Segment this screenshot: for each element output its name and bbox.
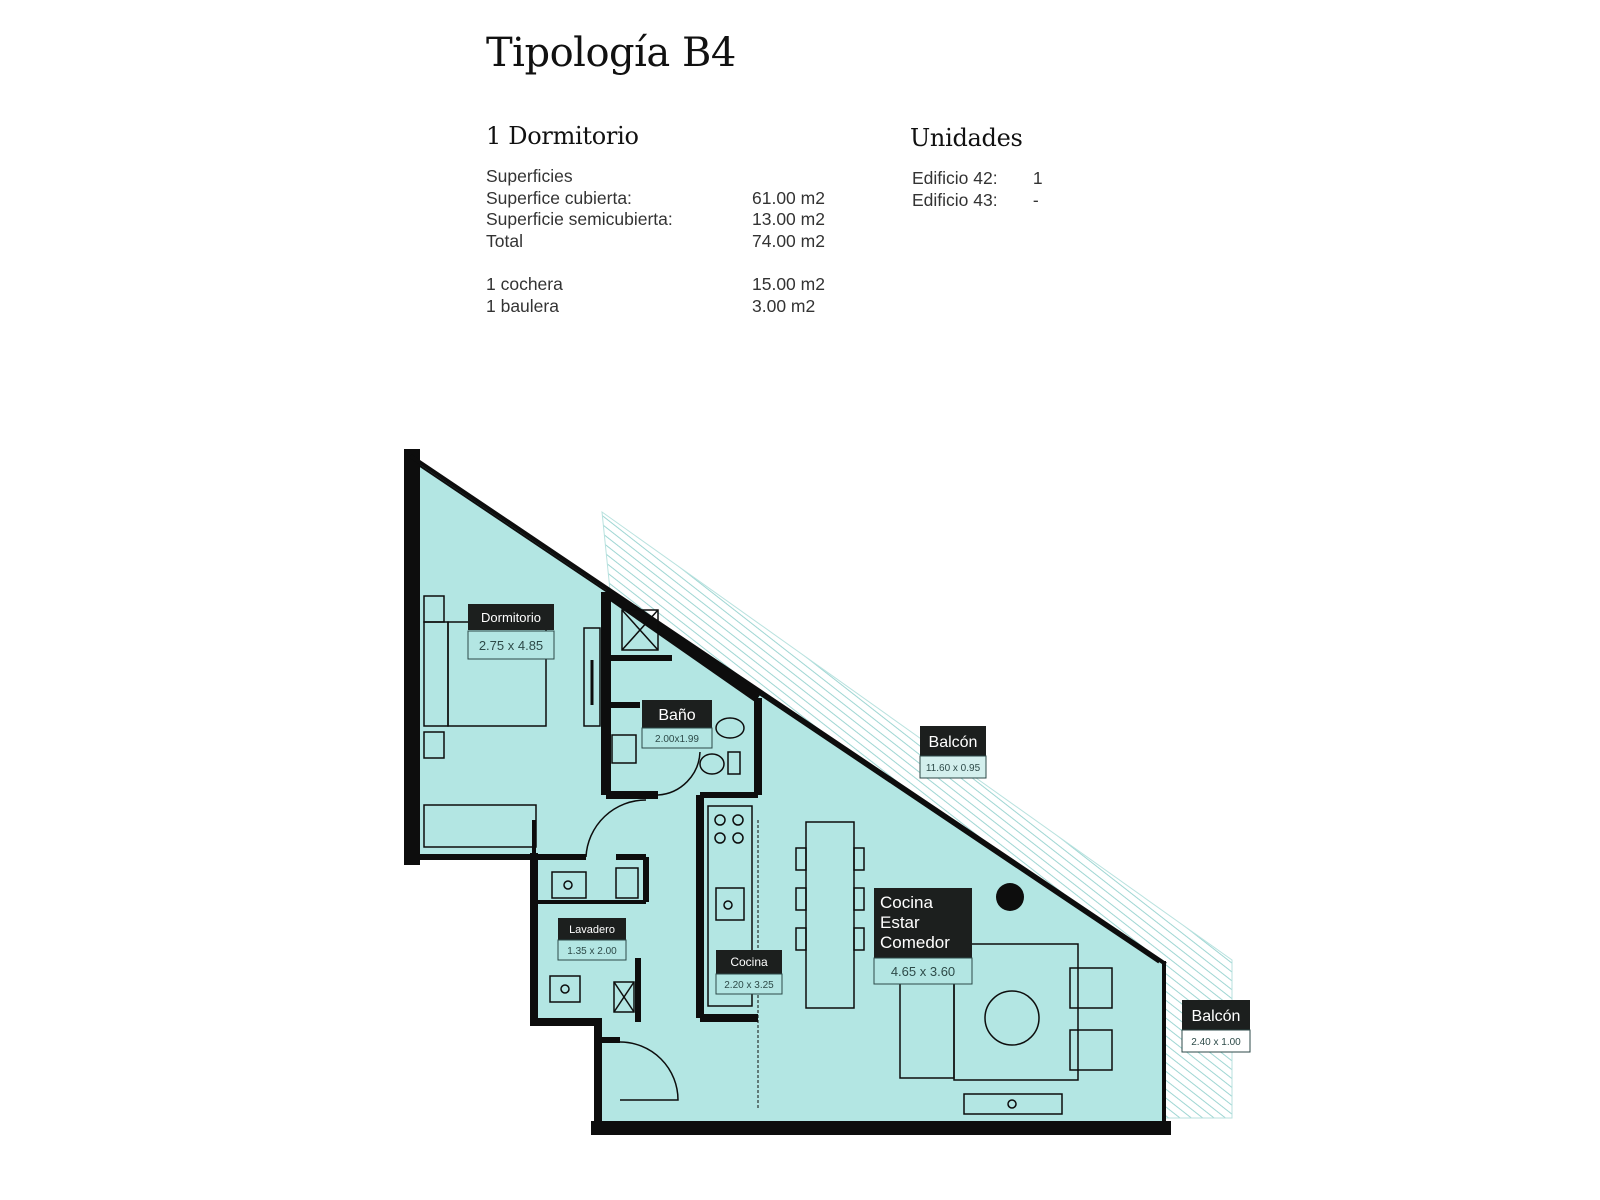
- svg-text:4.65 x 3.60: 4.65 x 3.60: [891, 964, 955, 979]
- surface-row: Total 74.00 m2: [486, 231, 846, 253]
- unit-value: 1: [1032, 168, 1043, 188]
- room-tag-cocina: Cocina 2.20 x 3.25: [715, 950, 783, 995]
- unit-label: Edificio 42:: [912, 168, 998, 188]
- unit-row: Edificio 42: 1: [912, 168, 1043, 190]
- surface-label: Total: [486, 230, 523, 251]
- surface-label: Superficie semicubierta:: [486, 209, 673, 229]
- svg-text:Cocina: Cocina: [880, 893, 933, 912]
- exterior-walls: [404, 449, 1171, 1135]
- kitchen-fixtures: [707, 805, 865, 1009]
- room-tag-bano: Baño 2.00x1.99: [641, 700, 713, 749]
- svg-text:11.60 x 0.95: 11.60 x 0.95: [926, 763, 981, 774]
- doors: [585, 751, 701, 1101]
- surface-value: 61.00 m2: [752, 187, 825, 208]
- svg-text:2.40 x 1.00: 2.40 x 1.00: [1191, 1037, 1241, 1048]
- surface-value: 13.00 m2: [752, 209, 825, 229]
- svg-text:1.35 x 2.00: 1.35 x 2.00: [567, 946, 617, 957]
- svg-text:2.20 x 3.25: 2.20 x 3.25: [724, 980, 774, 991]
- typology-subtitle: 1 Dormitorio: [486, 122, 639, 150]
- svg-text:Balcón: Balcón: [1192, 1008, 1241, 1025]
- svg-text:Cocina: Cocina: [730, 955, 768, 969]
- column: [996, 883, 1024, 911]
- apartment-floor: [412, 457, 1164, 1128]
- svg-text:2.75 x 4.85: 2.75 x 4.85: [479, 638, 543, 653]
- units-title: Unidades: [910, 124, 1023, 152]
- units-list: Edificio 42: 1 Edificio 43: -: [912, 168, 1043, 211]
- bathroom-fixtures: [611, 609, 745, 775]
- room-tag-dormitorio: Dormitorio 2.75 x 4.85: [467, 604, 555, 660]
- extra-row: 1 cochera 15.00 m2: [486, 274, 846, 296]
- svg-text:Dormitorio: Dormitorio: [481, 610, 541, 625]
- svg-text:2.00x1.99: 2.00x1.99: [655, 734, 699, 745]
- surfaces-heading: Superficies: [486, 166, 573, 186]
- room-tag-lavadero: Lavadero 1.35 x 2.00: [557, 918, 627, 961]
- unit-label: Edificio 43:: [912, 189, 998, 210]
- laundry-fixtures: [549, 867, 639, 1013]
- svg-text:Baño: Baño: [658, 707, 695, 724]
- surface-label: Superfice cubierta:: [486, 187, 632, 208]
- surface-row: Superfice cubierta: 61.00 m2: [486, 188, 846, 210]
- unit-value: -: [1032, 189, 1039, 210]
- svg-text:Estar: Estar: [880, 913, 920, 932]
- extra-row: 1 baulera 3.00 m2: [486, 296, 846, 318]
- bedroom-furniture: [423, 595, 601, 848]
- svg-text:Balcón: Balcón: [929, 734, 978, 751]
- page-title: Tipología B4: [486, 30, 736, 76]
- room-tag-balcon-right: Balcón 2.40 x 1.00: [1181, 1000, 1251, 1053]
- room-tag-living: Cocina Estar Comedor 4.65 x 3.60: [873, 888, 973, 985]
- surfaces-table: Superficies Superfice cubierta: 61.00 m2…: [486, 166, 846, 317]
- svg-text:Lavadero: Lavadero: [569, 924, 615, 936]
- room-tag-balcon-diagonal: Balcón 11.60 x 0.95: [919, 726, 987, 779]
- unit-row: Edificio 43: -: [912, 190, 1043, 212]
- extra-label: 1 baulera: [486, 295, 559, 316]
- surface-value: 74.00 m2: [752, 230, 825, 251]
- extra-value: 15.00 m2: [752, 274, 825, 294]
- surface-row: Superficie semicubierta: 13.00 m2: [486, 209, 846, 231]
- svg-text:Comedor: Comedor: [880, 933, 950, 952]
- extra-label: 1 cochera: [486, 274, 563, 294]
- extra-value: 3.00 m2: [752, 295, 816, 316]
